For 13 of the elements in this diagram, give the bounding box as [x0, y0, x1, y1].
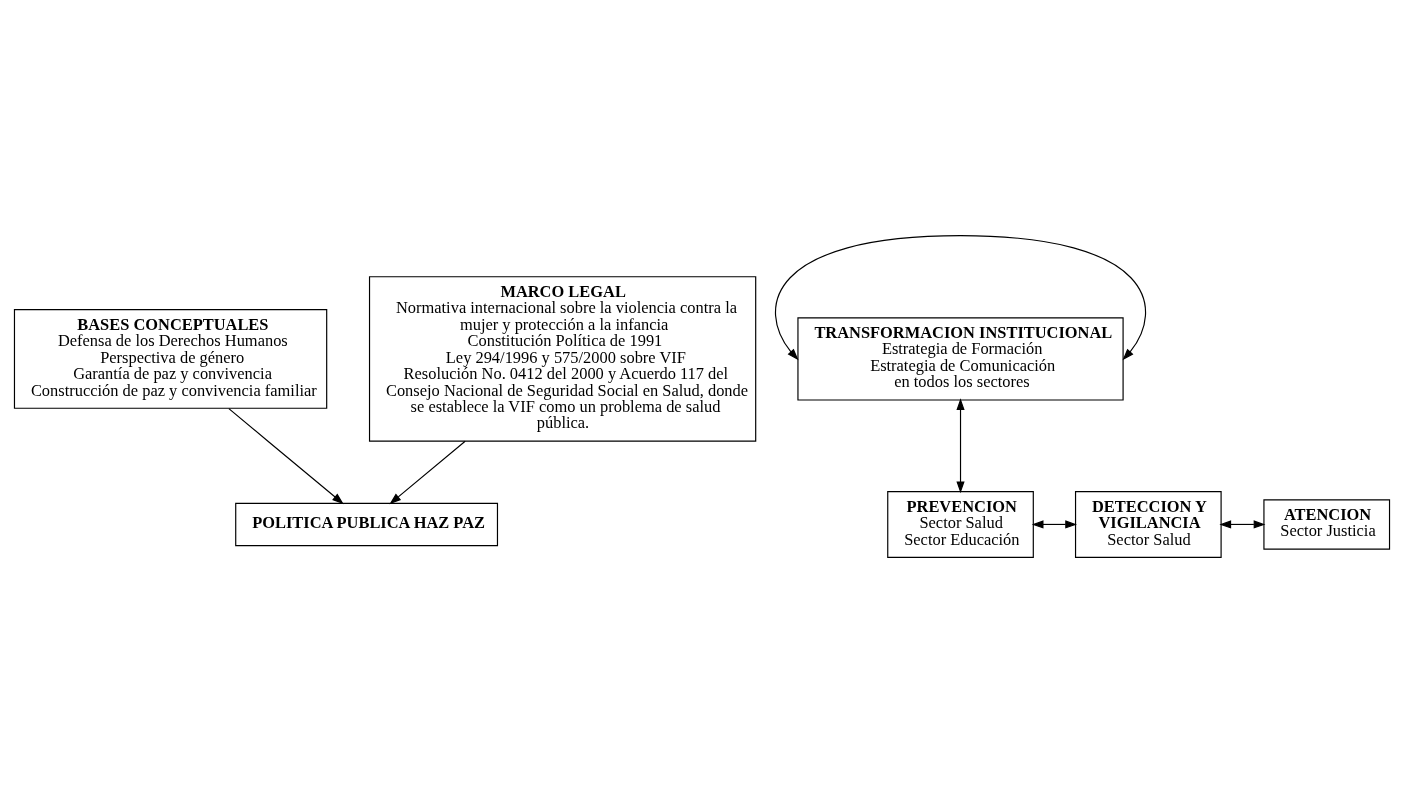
- arrow: [775, 234, 1147, 360]
- arrow: [1219, 519, 1266, 529]
- arrow: [389, 440, 466, 504]
- node-box: PREVENCION Sector Salud Sector Educación: [887, 490, 1034, 558]
- node-box: BASES CONCEPTUALES Defensa de los Derechos Humanos Perspectiva de género Garantía de paz y convivencia Construcción de paz y convivencia familiar: [13, 308, 328, 409]
- node-box: ATENCION Sector Justicia: [1263, 498, 1391, 550]
- arrow: [1031, 519, 1077, 529]
- arrow: [956, 397, 965, 493]
- node-box: MARCO LEGAL Normativa internacional sobre la violencia contra la mujer y protección a la infancia Constitución Política de 1991 Ley 294/1996 y 575/2000 sobre VIF Resolución No. 0412 del 2000 y Acuerdo 117 del Consejo Nacional de Seguridad Social en Salud, donde se establece la VIF como un problema de salud pública.: [368, 275, 757, 442]
- node-box: POLITICA PUBLICA HAZ PAZ: [235, 502, 499, 546]
- node-box: DETECCION Y VIGILANCIA Sector Salud: [1074, 490, 1222, 558]
- node-box: TRANSFORMACION INSTITUCIONAL Estrategia de Formación Estrategia de Comunicación en todos los sectores: [797, 316, 1124, 401]
- arrow: [228, 407, 344, 504]
